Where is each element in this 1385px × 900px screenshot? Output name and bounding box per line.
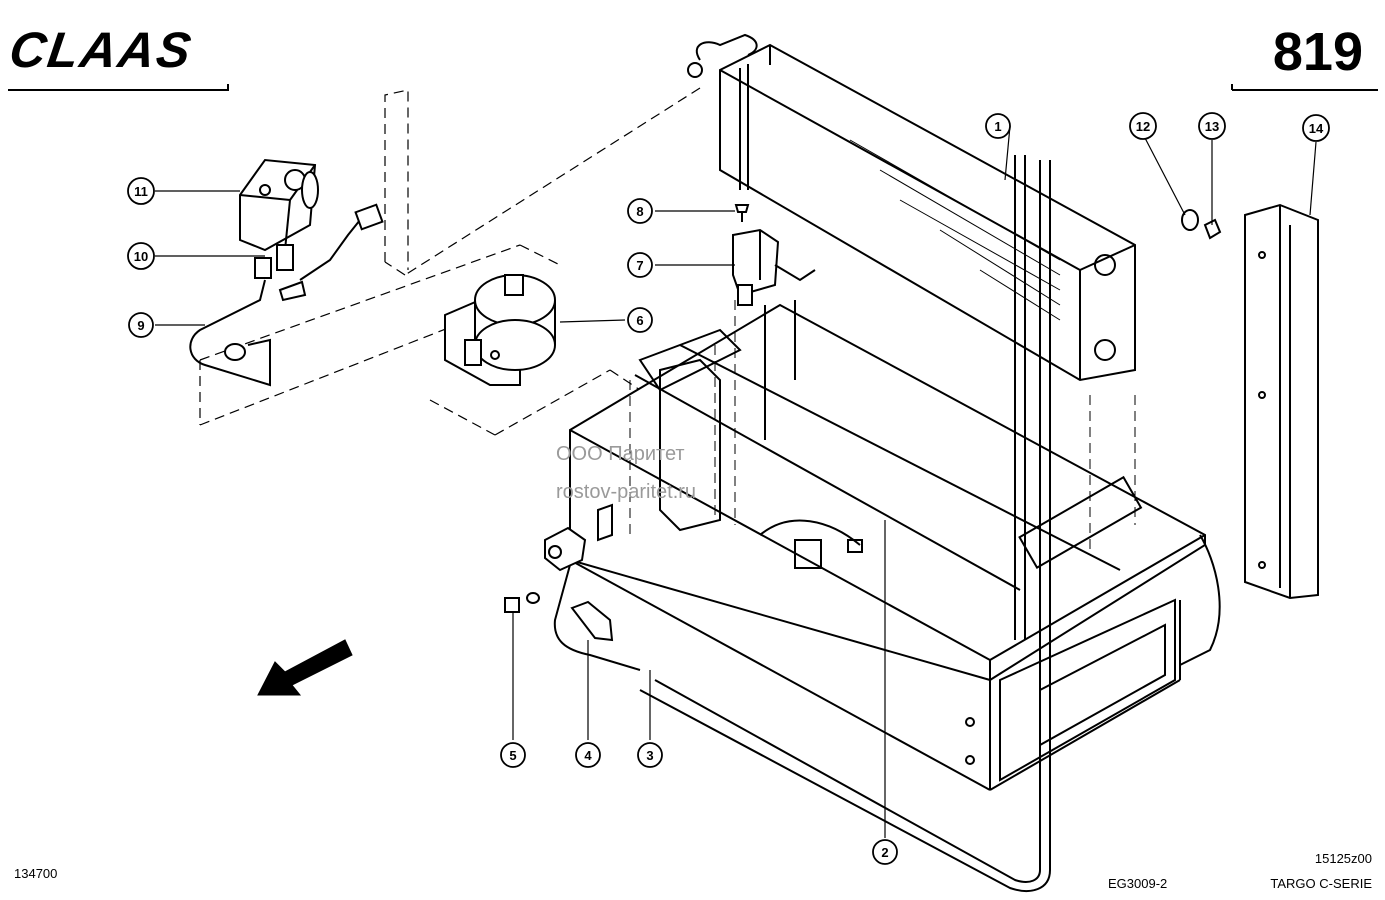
callout-9-label: 9 [137, 318, 144, 333]
callout-14-label: 14 [1309, 121, 1324, 136]
callout-11: 11 [127, 177, 155, 205]
callout-13-label: 13 [1205, 119, 1219, 134]
callout-13: 13 [1198, 112, 1226, 140]
callout-6: 6 [627, 307, 653, 333]
callout-12: 12 [1129, 112, 1157, 140]
watermark-line-2: rostov-paritet.ru [556, 481, 697, 503]
expansion-valve-assembly [189, 158, 384, 387]
heater-core [687, 33, 1136, 382]
thermostat [444, 274, 556, 386]
callout-5: 5 [500, 742, 526, 768]
callout-7-label: 7 [636, 258, 643, 273]
header-rules [8, 84, 1378, 91]
callout-1-label: 1 [994, 119, 1001, 134]
heater-housing [569, 300, 1221, 791]
callout-6-label: 6 [636, 313, 643, 328]
footer-left-code: 134700 [14, 866, 58, 881]
callout-4-label: 4 [584, 748, 592, 763]
coolant-pipes [553, 155, 1051, 892]
callout-2: 2 [872, 839, 898, 865]
callout-2-label: 2 [881, 845, 888, 860]
direction-arrow-icon [257, 639, 353, 696]
dashed-links [199, 87, 701, 436]
sensor-bracket [732, 204, 816, 306]
hardware-right [1181, 203, 1319, 600]
watermark-line-1: ООО Паритет [556, 443, 685, 465]
callout-5-label: 5 [509, 748, 516, 763]
callout-12-label: 12 [1136, 119, 1150, 134]
page-number: 819 [1272, 22, 1363, 82]
callout-7: 7 [627, 252, 653, 278]
callout-11-label: 11 [134, 184, 148, 199]
leader-lines [155, 125, 1317, 838]
callout-3-label: 3 [646, 748, 653, 763]
footer-drawing-number: EG3009-2 [1108, 876, 1168, 891]
callout-10: 10 [127, 242, 155, 270]
switch-assembly [504, 503, 614, 642]
callout-8-label: 8 [636, 204, 643, 219]
guide-lines [629, 300, 1136, 550]
callout-bubbles: 1 2 3 4 5 6 7 8 9 10 11 12 13 14 [127, 112, 1330, 865]
callout-4: 4 [575, 742, 601, 768]
callout-1: 1 [985, 113, 1011, 139]
callout-10-label: 10 [134, 249, 148, 264]
callout-9: 9 [128, 312, 154, 338]
callout-8: 8 [627, 198, 653, 224]
callout-3: 3 [637, 742, 663, 768]
footer-series: TARGO C-SERIE [1270, 876, 1372, 891]
callout-14: 14 [1302, 114, 1330, 142]
footer-reference-code: 15125z00 [1314, 851, 1372, 866]
